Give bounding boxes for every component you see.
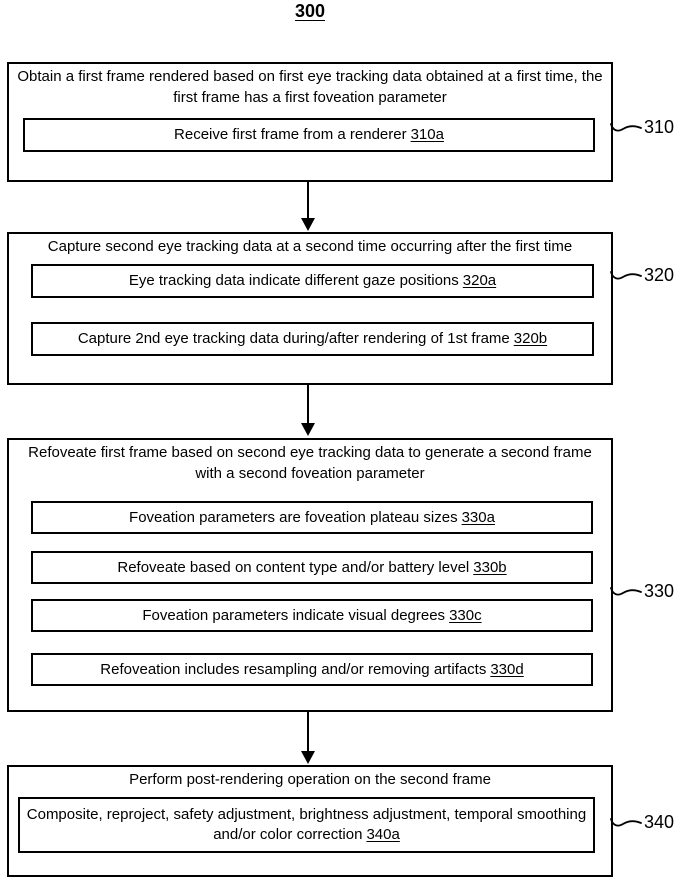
sub-ref-320a: 320a	[462, 272, 497, 289]
step-box-320: Capture second eye tracking data at a se…	[7, 232, 613, 385]
arrow-shaft	[307, 712, 309, 751]
sub-text-340a: Composite, reproject, safety adjustment,…	[26, 806, 587, 843]
arrow-down-icon	[301, 385, 315, 436]
squiggle-connector-icon	[610, 123, 642, 132]
sub-box-330b-line: Refoveate based on content type and/or b…	[33, 558, 591, 578]
figure-title: 300	[7, 1, 613, 22]
arrow-down-icon	[301, 712, 315, 764]
sub-ref-330a: 330a	[461, 508, 495, 526]
sub-ref-330b: 330b	[473, 558, 507, 576]
sub-text-330d: Refoveation includes resampling and/or r…	[100, 660, 487, 678]
arrow-shaft	[307, 182, 309, 218]
sub-ref-330c: 330c	[449, 606, 482, 624]
ref-number-320: 320	[644, 265, 675, 285]
sub-box-320a: Eye tracking data indicate different gaz…	[31, 264, 594, 298]
arrow-head	[301, 423, 315, 436]
step-header-330: Refoveate first frame based on second ey…	[28, 444, 592, 482]
sub-box-330d: Refoveation includes resampling and/or r…	[31, 653, 593, 686]
step-box-330: Refoveate first frame based on second ey…	[7, 438, 613, 712]
sub-box-320a-line: Eye tracking data indicate different gaz…	[33, 271, 592, 291]
sub-box-330c: Foveation parameters indicate visual deg…	[31, 599, 593, 632]
arrow-head	[301, 751, 315, 764]
sub-ref-310a: 310a	[410, 126, 444, 143]
sub-text-320a: Eye tracking data indicate different gaz…	[128, 272, 459, 289]
ref-label-320: 320	[610, 264, 674, 286]
sub-box-340a-line: Composite, reproject, safety adjustment,…	[20, 805, 593, 845]
step-header-310: Obtain a first frame rendered based on f…	[17, 68, 603, 106]
sub-box-320b-line: Capture 2nd eye tracking data during/aft…	[33, 329, 592, 349]
sub-text-330b: Refoveate based on content type and/or b…	[117, 558, 470, 576]
step-header-340: Perform post-rendering operation on the …	[129, 771, 491, 788]
step-header-320: Capture second eye tracking data at a se…	[47, 238, 573, 255]
step-box-310: Obtain a first frame rendered based on f…	[7, 62, 613, 182]
sub-text-330a: Foveation parameters are foveation plate…	[129, 508, 458, 526]
sub-box-320b: Capture 2nd eye tracking data during/aft…	[31, 322, 594, 356]
sub-text-330c: Foveation parameters indicate visual deg…	[142, 606, 446, 624]
ref-number-310: 310	[644, 117, 675, 137]
sub-text-320b: Capture 2nd eye tracking data during/aft…	[77, 330, 510, 347]
sub-box-330a: Foveation parameters are foveation plate…	[31, 501, 593, 534]
sub-box-330a-line: Foveation parameters are foveation plate…	[33, 508, 591, 528]
sub-box-330b: Refoveate based on content type and/or b…	[31, 551, 593, 584]
ref-label-330: 330	[610, 580, 674, 602]
sub-text-310a: Receive first frame from a renderer	[174, 126, 407, 143]
squiggle-connector-icon	[610, 271, 642, 280]
ref-number-340: 340	[644, 812, 675, 832]
squiggle-connector-icon	[610, 818, 642, 827]
arrow-shaft	[307, 385, 309, 423]
arrow-head	[301, 218, 315, 231]
sub-ref-330d: 330d	[490, 660, 524, 678]
squiggle-connector-icon	[610, 587, 642, 596]
ref-label-310: 310	[610, 116, 674, 138]
sub-box-330c-line: Foveation parameters indicate visual deg…	[33, 606, 591, 626]
sub-ref-340a: 340a	[366, 826, 400, 843]
figure-number: 300	[294, 1, 326, 21]
sub-box-340a: Composite, reproject, safety adjustment,…	[18, 797, 595, 853]
sub-ref-320b: 320b	[513, 330, 548, 347]
arrow-down-icon	[301, 182, 315, 231]
ref-number-330: 330	[644, 581, 675, 601]
ref-label-340: 340	[610, 811, 674, 833]
step-box-340: Perform post-rendering operation on the …	[7, 765, 613, 877]
sub-box-330d-line: Refoveation includes resampling and/or r…	[33, 660, 591, 680]
